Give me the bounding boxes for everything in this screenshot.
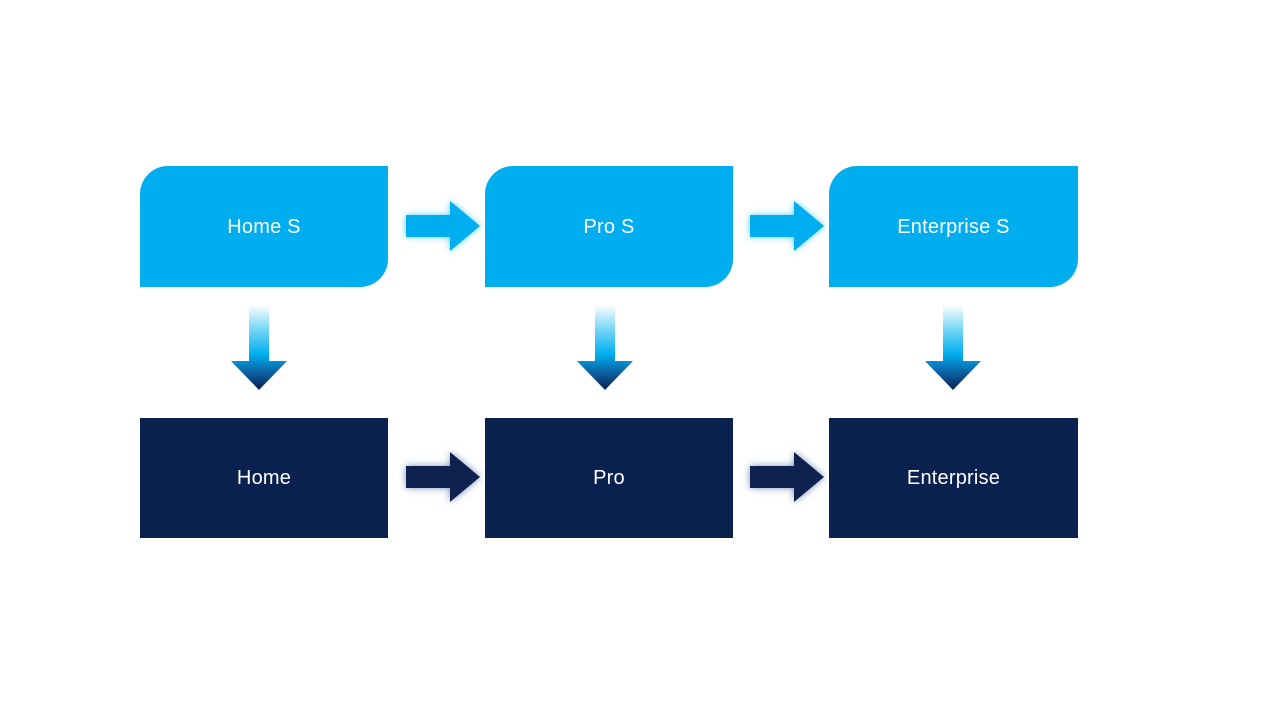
arrow-right-icon [750, 452, 824, 502]
connector-pro-to-enterprise [748, 449, 826, 505]
node-home[interactable]: Home [140, 418, 388, 538]
connector-home-s-to-pro-s [404, 198, 482, 254]
node-home-s[interactable]: Home S [140, 166, 388, 287]
node-label: Pro S [583, 215, 635, 238]
node-label: Enterprise S [897, 215, 1010, 238]
connector-enterprise-s-to-enterprise [922, 305, 984, 391]
node-label: Enterprise [906, 467, 1001, 489]
arrow-down-icon [577, 305, 633, 390]
node-label: Home [236, 467, 292, 489]
connector-pro-s-to-pro [574, 305, 636, 391]
node-label: Pro [593, 467, 625, 489]
node-pro-s[interactable]: Pro S [485, 166, 733, 287]
arrow-right-icon [750, 201, 824, 251]
arrow-right-icon [406, 452, 480, 502]
arrow-right-icon [406, 201, 480, 251]
arrow-down-icon [231, 305, 287, 390]
node-pro[interactable]: Pro [485, 418, 733, 538]
node-enterprise-s[interactable]: Enterprise S [829, 166, 1078, 287]
arrow-down-icon [925, 305, 981, 390]
connector-home-s-to-home [228, 305, 290, 391]
node-label: Home S [227, 215, 301, 238]
connector-home-to-pro [404, 449, 482, 505]
node-enterprise[interactable]: Enterprise [829, 418, 1078, 538]
connector-pro-s-to-enterprise-s [748, 198, 826, 254]
